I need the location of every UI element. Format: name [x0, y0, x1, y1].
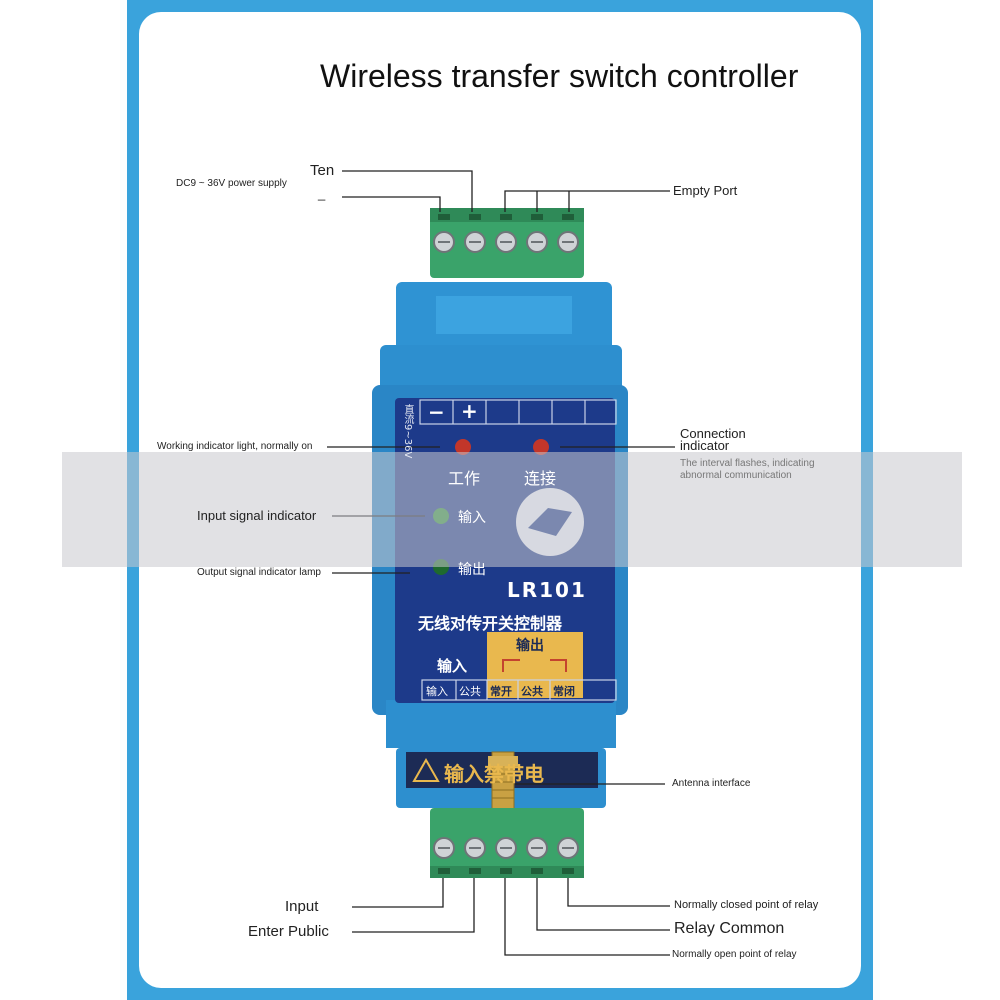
label-normally-closed: Normally closed point of relay: [674, 899, 819, 911]
label-antenna-interface: Antenna interface: [672, 778, 751, 789]
work-text: 工作: [448, 469, 481, 488]
label-input-signal-indicator: Input signal indicator: [197, 508, 317, 523]
terminal-common-out-text: 公共: [521, 685, 543, 698]
diagram-title: Wireless transfer switch controller: [320, 58, 799, 94]
label-empty-port: Empty Port: [673, 183, 738, 198]
terminal-nc-text: 常闭: [553, 685, 575, 698]
label-output-signal-indicator: Output signal indicator lamp: [197, 567, 321, 578]
watermark-band: [62, 452, 962, 567]
connect-text: 连接: [524, 469, 557, 488]
label-connection-note: The interval flashes, indicating abnorma…: [680, 458, 815, 481]
label-input: Input: [285, 898, 319, 915]
model-number: LR101: [507, 578, 587, 602]
label-connection-indicator: Connection indicator: [680, 426, 746, 453]
work-led: [455, 439, 471, 455]
leader-enter-public: [352, 878, 475, 933]
leader-dc: [342, 196, 441, 212]
label-ten: Ten: [310, 162, 335, 179]
label-relay-common: Relay Common: [674, 920, 785, 937]
bottom-terminal-block: [430, 808, 584, 878]
leader-input: [352, 878, 444, 908]
terminal-no-text: 常开: [490, 685, 512, 698]
label-working-indicator: Working indicator light, normally on: [157, 441, 313, 452]
led-output-text: 输出: [458, 562, 486, 578]
dc-side-label: 直流9~36V: [402, 404, 413, 459]
leader-relay-common: [536, 878, 670, 931]
label-normally-open: Normally open point of relay: [672, 949, 797, 960]
output-header: 输出: [516, 638, 544, 654]
terminal-input-text: 输入: [426, 685, 448, 698]
leader-nc: [567, 878, 670, 907]
led-input-text: 输入: [458, 510, 486, 526]
label-dc-power: DC9 ~ 36V power supply: [176, 178, 287, 189]
warning-text: 输入禁带电: [444, 762, 544, 786]
input-header: 输入: [437, 657, 468, 675]
device-name: 无线对传开关控制器: [418, 614, 563, 633]
leader-lines: [327, 170, 675, 956]
label-dash: _: [318, 186, 326, 201]
label-enter-public: Enter Public: [248, 923, 329, 940]
leader-ten: [342, 170, 473, 212]
connect-led: [533, 439, 549, 455]
leader-empty-port: [504, 190, 670, 212]
minus-sign: −: [428, 400, 445, 424]
top-terminal-block: [430, 208, 584, 278]
plus-sign: +: [461, 399, 478, 423]
terminal-common-in-text: 公共: [459, 685, 481, 698]
leader-no: [504, 878, 670, 956]
